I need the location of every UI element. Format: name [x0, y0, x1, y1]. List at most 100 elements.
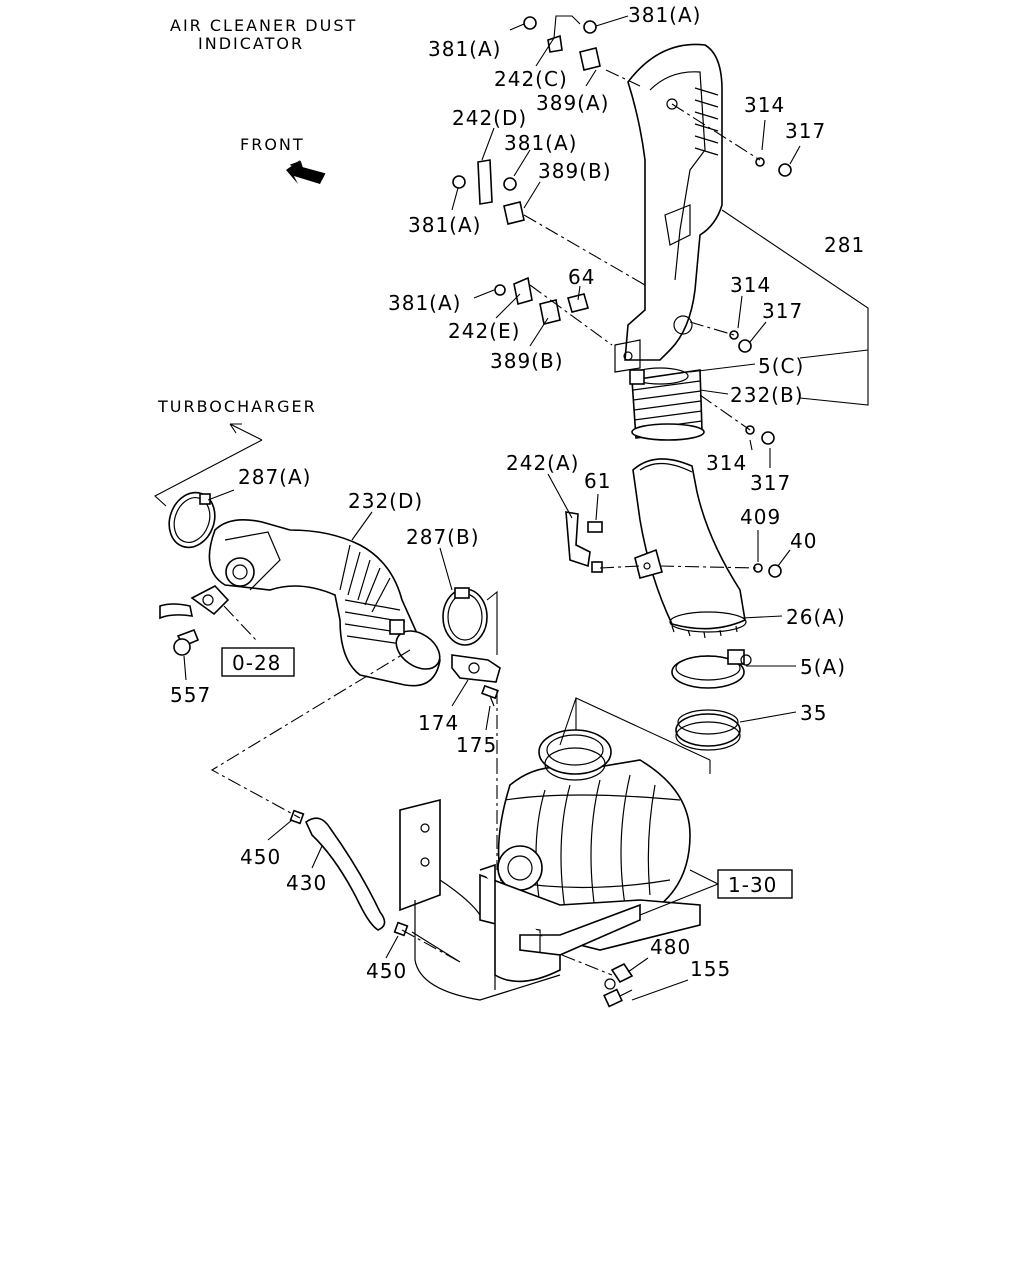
- leader-381a-4: [451, 187, 459, 211]
- leader-287b: [439, 547, 453, 591]
- label-5c: 5(C): [758, 354, 804, 378]
- turbocharger-arrow-icon: [229, 423, 263, 441]
- ring-35: [675, 709, 741, 751]
- bracket-lower: [414, 863, 641, 1001]
- clamp-287b-bracket: [486, 590, 498, 655]
- clamp-287b: [442, 587, 488, 646]
- front-note: FRONT: [240, 135, 305, 154]
- leader-35: [739, 711, 797, 723]
- clamp-5a: [671, 649, 752, 689]
- ref-box-1-30: [717, 869, 793, 899]
- leader-155: [631, 979, 689, 1001]
- leader-381a-1: [509, 23, 525, 31]
- label-317-2: 317: [762, 299, 803, 323]
- dust-indicator-note-line1: AIR CLEANER DUST: [170, 16, 357, 35]
- label-317-1: 317: [785, 119, 826, 143]
- leader-381a-3: [513, 149, 531, 177]
- label-317-3: 317: [750, 471, 791, 495]
- leader-389b-1: [523, 181, 541, 209]
- hose-430: [304, 817, 386, 931]
- front-arrowhead-icon: [286, 160, 324, 184]
- label-314-1: 314: [744, 93, 785, 117]
- dash-314-lower: [699, 394, 751, 431]
- leader-242a: [547, 473, 573, 519]
- label-242d: 242(D): [452, 106, 527, 130]
- bellows-232b: [631, 369, 705, 441]
- clip-450-lower: [393, 921, 409, 937]
- leader-232d: [351, 511, 373, 541]
- label-557: 557: [170, 683, 211, 707]
- ref-1-30: 1-30: [728, 873, 777, 897]
- label-35: 35: [800, 701, 827, 725]
- dash-242e: [529, 284, 613, 346]
- leader-389a: [585, 69, 597, 87]
- label-314-3: 314: [706, 451, 747, 475]
- dash-hose-lower: [401, 929, 461, 963]
- label-381a-1: 381(A): [428, 37, 501, 61]
- leader-317-1: [789, 145, 801, 165]
- leader-557: [183, 655, 187, 681]
- upper-fasteners: [452, 16, 792, 578]
- label-389a: 389(A): [536, 91, 609, 115]
- label-40: 40: [790, 529, 817, 553]
- leader-5c: [689, 363, 756, 373]
- leader-1-30: [639, 869, 719, 916]
- leader-430: [311, 845, 323, 869]
- label-242a: 242(A): [506, 451, 579, 475]
- label-175: 175: [456, 733, 497, 757]
- dash-314-mid: [689, 321, 735, 336]
- label-232b: 232(B): [730, 383, 804, 407]
- label-409: 409: [740, 505, 781, 529]
- label-314-2: 314: [730, 273, 771, 297]
- ref-box-0-28: [221, 647, 295, 677]
- turbocharger-note: TURBOCHARGER: [157, 397, 317, 416]
- label-381a-3: 381(A): [504, 131, 577, 155]
- screw-175: [481, 684, 499, 707]
- turbocharger-leader: [154, 439, 263, 507]
- leader-174: [451, 679, 469, 707]
- clamp-287a: [168, 491, 216, 549]
- label-287a: 287(A): [238, 465, 311, 489]
- leader-frame: [411, 931, 461, 963]
- leader-232b: [699, 389, 729, 395]
- leader-64: [577, 285, 581, 301]
- dash-0-28: [223, 605, 257, 641]
- leader-242c: [535, 15, 581, 67]
- label-5a: 5(A): [800, 655, 846, 679]
- duct-26a: [632, 458, 747, 639]
- dust-indicator-note-line2: INDICATOR: [198, 34, 304, 53]
- leader-381a-2: [595, 15, 629, 27]
- bolt-480: [604, 962, 634, 990]
- label-26a: 26(A): [786, 605, 846, 629]
- leader-287a: [207, 489, 235, 501]
- leader-314-1: [761, 119, 766, 151]
- leader-body-upper: [559, 697, 711, 774]
- leader-314-3: [749, 439, 753, 451]
- label-381a-5: 381(A): [388, 291, 461, 315]
- clip-450-upper: [289, 809, 305, 825]
- label-64: 64: [568, 265, 595, 289]
- dash-480: [561, 954, 613, 976]
- leader-61: [595, 493, 599, 521]
- label-389b-2: 389(B): [490, 349, 564, 373]
- label-174: 174: [418, 711, 459, 735]
- dash-389b-upper: [523, 214, 646, 286]
- leader-480: [627, 957, 649, 973]
- leader-242d: [481, 127, 495, 161]
- leader-450-2: [385, 935, 399, 959]
- label-281: 281: [824, 233, 865, 257]
- leader-450-1: [267, 819, 293, 841]
- ref-0-28: 0-28: [232, 651, 281, 675]
- label-450-2: 450: [366, 959, 407, 983]
- label-389b-1: 389(B): [538, 159, 612, 183]
- bolt-155: [603, 988, 633, 1008]
- label-381a-2: 381(A): [628, 3, 701, 27]
- sensor-174: [451, 654, 501, 683]
- leader-175: [485, 705, 491, 731]
- label-430: 430: [286, 871, 327, 895]
- leader-381a-5: [473, 289, 495, 299]
- label-242c: 242(C): [494, 67, 568, 91]
- duct-232d: [208, 519, 441, 687]
- dash-314-upper: [671, 103, 761, 161]
